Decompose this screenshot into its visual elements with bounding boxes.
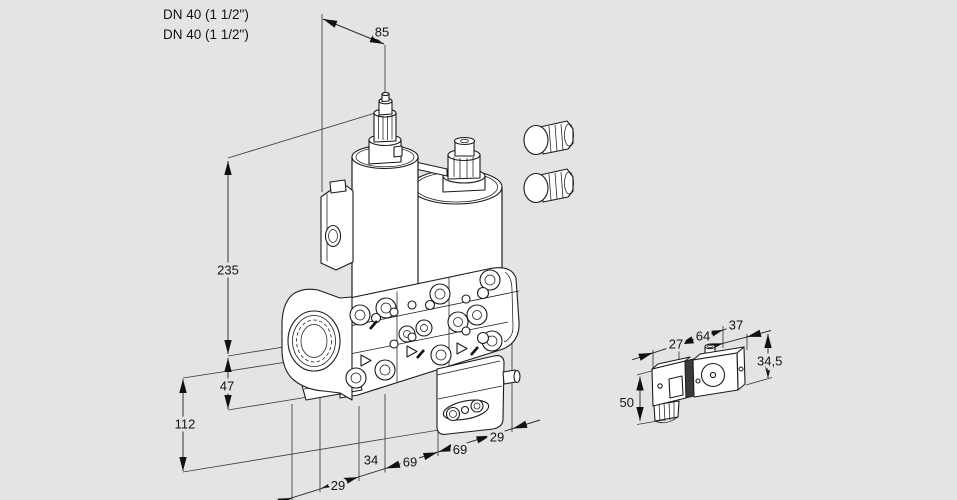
dimension-label-37: 37	[729, 318, 743, 333]
bracket-hole	[324, 224, 342, 248]
sealing-plug-top	[523, 120, 574, 156]
dimension-label-69-right: 69	[453, 442, 467, 457]
dimension-label-27: 27	[669, 337, 683, 352]
dimension-label-34: 34	[364, 453, 378, 468]
port-size-label-top: DN 40 (1 1/2")	[163, 7, 249, 22]
dimension-lines	[179, 18, 541, 500]
dimension-labels: DN 40 (1 1/2") DN 40 (1 1/2") 85 235 47 …	[163, 7, 785, 496]
dimension-label-69-left: 69	[403, 455, 417, 470]
port-size-label-bottom: DN 40 (1 1/2")	[163, 27, 249, 42]
sealing-plug-bottom	[523, 168, 574, 204]
pressure-taps	[389, 294, 488, 349]
dimension-label-235: 235	[217, 263, 239, 278]
threaded-port	[287, 310, 341, 372]
coil-cap-right	[442, 136, 486, 193]
mounting-bracket	[320, 179, 354, 271]
solenoid-coil-left	[351, 144, 419, 303]
dimension-label-34-5: 34,5	[757, 354, 782, 369]
dimension-label-64: 64	[696, 329, 710, 344]
inlet-flange	[281, 288, 353, 401]
dimension-label-112: 112	[175, 417, 196, 432]
flange-bolts	[345, 269, 503, 389]
flow-direction-arrows	[360, 320, 479, 367]
dimension-label-50: 50	[620, 395, 634, 410]
double-solenoid-valve	[281, 91, 574, 435]
dimension-label-29-right: 29	[490, 430, 504, 445]
valve-adjustment-stem	[368, 91, 403, 165]
dimension-label-29-left: 29	[331, 478, 345, 493]
detail-coil-drawing	[631, 326, 773, 425]
pressure-switch-box	[436, 355, 521, 435]
dimension-label-47: 47	[220, 379, 234, 394]
detail-dimension-lines	[631, 328, 772, 421]
test-nipple	[502, 369, 521, 385]
detail-coil-body	[692, 343, 746, 398]
dimension-label-85: 85	[375, 25, 389, 40]
connector-plug	[651, 356, 695, 407]
